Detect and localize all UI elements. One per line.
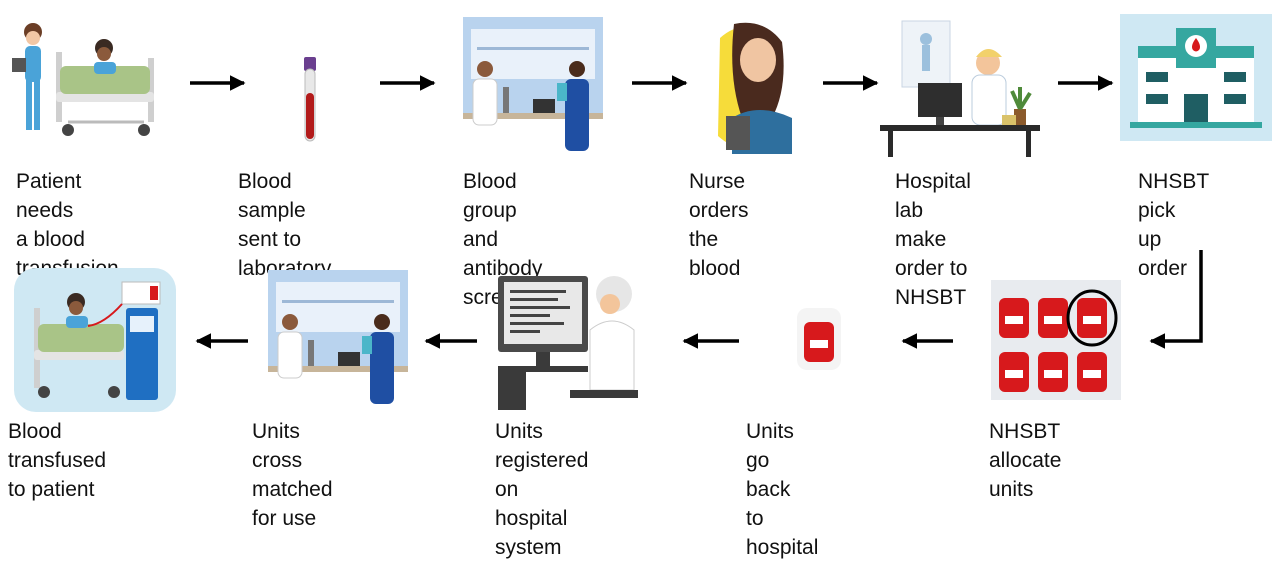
step-group-label: Blood group and antibody screen xyxy=(463,170,543,309)
step-hospital-lab-label: Hospital lab make order to NHSBT xyxy=(895,170,971,309)
blood-sample-tube-icon xyxy=(304,57,316,142)
patient-receiving-transfusion-icon xyxy=(14,268,176,412)
patient-in-bed-icon xyxy=(12,23,154,136)
step-nurse-label: Nurse orders the blood xyxy=(689,170,749,280)
lab-worker-at-computer-icon xyxy=(880,20,1040,157)
flow-arrows xyxy=(190,75,1203,349)
step-pickup-label: NHSBT pick up order xyxy=(1138,170,1209,280)
blood-bags-grid-icon xyxy=(991,280,1121,400)
doctor-at-computer-icon xyxy=(498,276,638,410)
lab-scientists-icon xyxy=(268,270,408,408)
blood-bag-icon xyxy=(797,308,841,370)
nhsbt-building-icon xyxy=(1120,14,1272,141)
arrow-pickup-to-allocate xyxy=(1149,250,1203,349)
nurse-on-phone-icon xyxy=(718,22,792,154)
lab-scientists-icon xyxy=(463,17,603,155)
